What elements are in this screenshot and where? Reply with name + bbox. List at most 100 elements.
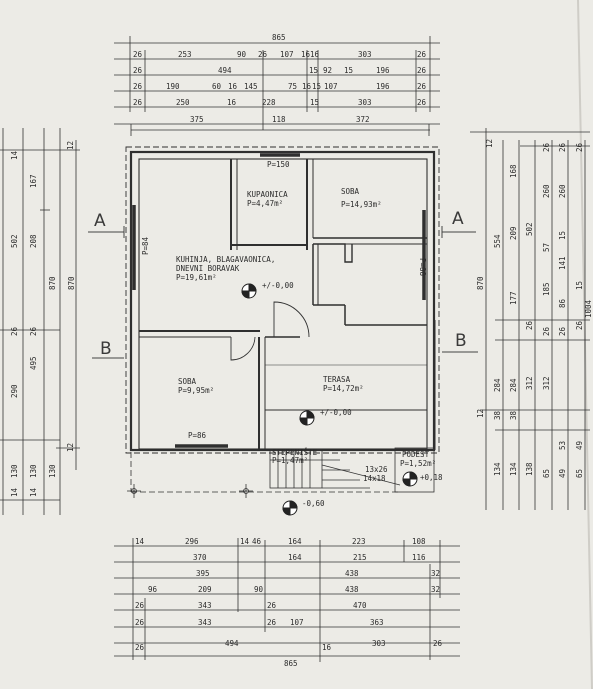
dim-label: 250 [176, 98, 190, 107]
left-dimension-block [0, 128, 80, 515]
dim-label: 870 [48, 276, 57, 290]
dim-label: 1004 [584, 299, 593, 318]
dim-label: 296 [185, 537, 199, 546]
opening-window-bottom: P=86 [188, 431, 207, 440]
dim-label: 134 [493, 462, 502, 476]
dim-label: 92 [323, 66, 332, 75]
level-marker-icons [241, 283, 418, 516]
opening-window-right: P=88 [418, 258, 427, 277]
dim-label: 14 [135, 537, 145, 546]
dim-label: 130 [10, 464, 19, 478]
dim-label: 57 [542, 243, 551, 252]
dim-label: 190 [166, 82, 180, 91]
section-label-b-left: B [100, 339, 112, 359]
section-label-a-right: A [452, 209, 464, 229]
dim-label: 494 [218, 66, 232, 75]
dim-label: 228 [262, 98, 276, 107]
dim-label: 134 [509, 462, 518, 476]
top-dimension-labels: 865 26 253 90 26 107 16 16 303 26 26 494… [133, 33, 427, 124]
dim-label: 164 [288, 553, 302, 562]
level-marker-icon [282, 500, 298, 516]
dim-label: 26 [417, 66, 427, 75]
dim-label: 26 [267, 601, 277, 610]
dim-label: 26 [29, 326, 38, 336]
dim-label: 90 [237, 50, 247, 59]
dim-label: 90 [254, 585, 264, 594]
dim-label: 209 [198, 585, 212, 594]
door-swings [230, 301, 310, 361]
room-bedroom2-name: SOBA [178, 377, 197, 386]
dim-label: 554 [493, 234, 502, 248]
stairs-steps: 13x26 [365, 465, 388, 474]
dim-label: 32 [431, 585, 440, 594]
dim-label: 15 [312, 82, 321, 91]
dim-label: 12 [485, 139, 494, 148]
right-dimension-labels: 12 168 26 26 26 554 209 502 260 260 870 … [476, 139, 593, 478]
room-bathroom-area: P=4,47m² [247, 199, 283, 208]
dim-label: 26 [133, 82, 143, 91]
dim-label: 26 [542, 142, 551, 152]
dim-label: 12 [66, 443, 75, 452]
opening-window-left: P=84 [141, 236, 150, 255]
room-stairs-area: P=1,47m² [272, 456, 308, 465]
dim-label: 26 [558, 326, 567, 336]
dim-label: 96 [148, 585, 158, 594]
level-label-main: +/-0,00 [262, 281, 294, 290]
dim-label: 14 [10, 150, 19, 160]
dim-label: 26 [417, 50, 427, 59]
dim-label: 141 [558, 256, 567, 270]
level-marker-icon [402, 471, 418, 487]
dim-label: 107 [290, 618, 304, 627]
dim-label: 494 [225, 639, 239, 648]
dim-label: 370 [193, 553, 207, 562]
dim-label: 196 [376, 66, 390, 75]
dim-top-total: 865 [272, 33, 286, 42]
dim-label: 15 [575, 281, 584, 290]
dim-label: 26 [575, 142, 584, 152]
dim-label: 26 [133, 98, 143, 107]
terrain-line [130, 452, 400, 493]
dim-label: 16 [310, 50, 320, 59]
stairs-risers: 14x18 [363, 474, 386, 483]
room-kitchen-name: KUHINJA, BLAGAVAONICA, [176, 255, 275, 264]
room-terrace-name: TERASA [323, 375, 351, 384]
dim-label: 26 [558, 142, 567, 152]
dim-label: 26 [135, 618, 145, 627]
dim-label: 26 [575, 320, 584, 330]
opening-labels: P=150 P=84 P=88 P=86 [141, 160, 427, 440]
dim-label: 26 [525, 320, 534, 330]
dim-label: 26 [133, 50, 143, 59]
dim-label: 49 [558, 469, 567, 478]
room-labels: KUPAONICA P=4,47m² SOBA P=14,93m² KUHINJ… [176, 187, 436, 483]
room-bathroom-name: KUPAONICA [247, 190, 288, 199]
dim-label: 86 [558, 298, 567, 308]
dim-label: 16 [227, 98, 237, 107]
dim-label: 138 [525, 462, 534, 476]
room-stairs-name: STEPENIŠTE [272, 448, 318, 457]
dim-label: 26 [542, 326, 551, 336]
dim-label: 372 [356, 115, 370, 124]
dim-label: 343 [198, 618, 212, 627]
bottom-dimension-block [114, 538, 460, 662]
level-label-landing: +0,18 [420, 473, 443, 482]
room-terrace-area: P=14,72m² [323, 384, 364, 393]
dim-label: 107 [324, 82, 338, 91]
dim-label: 53 [558, 441, 567, 450]
stairs [269, 447, 435, 493]
dim-label: 375 [190, 115, 204, 124]
dim-label: 284 [493, 378, 502, 392]
dim-label: 26 [10, 326, 19, 336]
room-bedroom1-name: SOBA [341, 187, 360, 196]
section-label-b-right: B [455, 331, 467, 351]
level-marker-icon [241, 283, 257, 299]
dim-label: 223 [352, 537, 366, 546]
dim-label: 26 [133, 66, 143, 75]
dim-label: 65 [542, 469, 551, 478]
dim-label: 116 [412, 553, 426, 562]
dim-label: 38 [493, 410, 502, 420]
dim-label: 15 [344, 66, 353, 75]
dim-label: 26 [135, 643, 145, 652]
dim-label: 215 [353, 553, 367, 562]
dim-label: 26 [267, 618, 277, 627]
